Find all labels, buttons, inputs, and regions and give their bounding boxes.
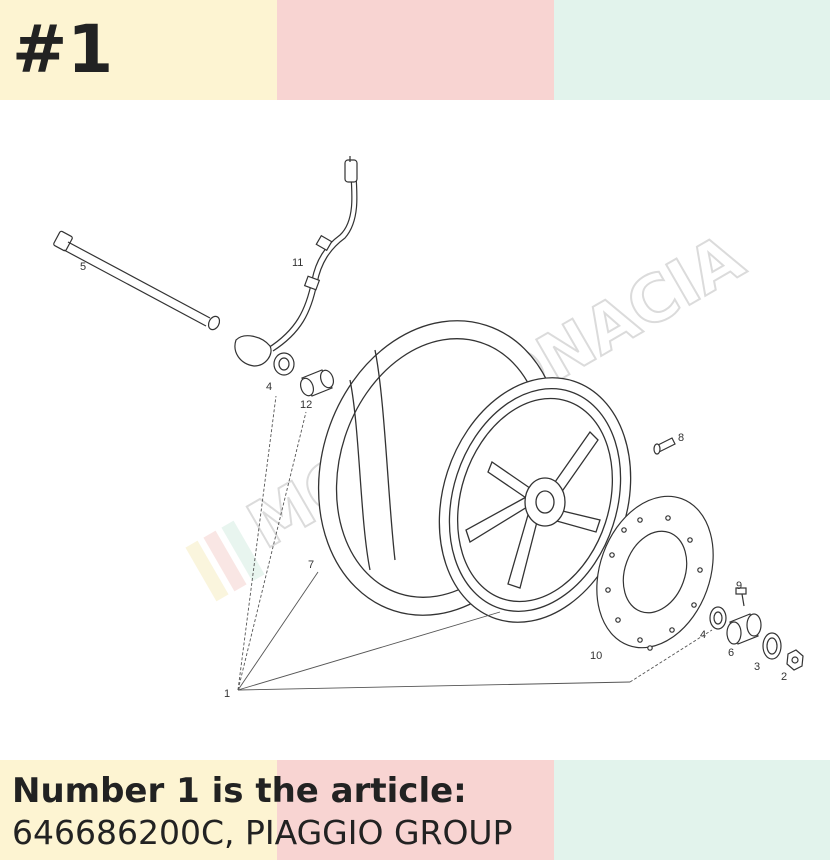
callout-bushing: 6: [728, 647, 734, 659]
callout-disc: 10: [590, 650, 602, 662]
bearing-left-part: [273, 352, 295, 376]
callout-speedo-cable: 11: [292, 257, 303, 269]
assembly-leader-lines: [237, 395, 713, 691]
caption-band-pink: [277, 760, 554, 860]
exploded-parts-diagram: MOTOMONACIA 5 11 4 12: [53, 156, 804, 700]
header-band-yellow: [0, 0, 277, 100]
callout-nut: 2: [781, 671, 787, 683]
callout-seal: 3: [754, 661, 760, 673]
callout-screw: 8: [678, 432, 684, 444]
caption-article-code: 646686200C, PIAGGIO GROUP: [12, 813, 513, 852]
callout-valve: 9: [736, 580, 742, 592]
callout-spacer: 12: [300, 399, 312, 411]
caption-band: [0, 760, 830, 860]
bearing-right-part: [709, 606, 727, 630]
header-band-pink: [277, 0, 554, 100]
nut-part: [786, 649, 804, 671]
header-band: [0, 0, 830, 100]
seal-part: [762, 632, 782, 660]
wheel-tyre-part: [317, 320, 632, 623]
callout-tyre: 7: [308, 559, 314, 571]
spacer-part: [299, 369, 335, 397]
caption-band-yellow: [0, 760, 277, 860]
caption-heading: Number 1 is the article:: [12, 771, 467, 811]
screw-part: [653, 437, 676, 455]
brake-disc-part: [596, 495, 714, 651]
axle-part: [53, 230, 221, 331]
valve-part: [735, 587, 747, 607]
caption-band-mint: [554, 760, 830, 860]
callout-wheel-assembly: 1: [224, 688, 230, 700]
callout-bearing-left: 4: [266, 381, 272, 393]
speedometer-cable-part: [234, 156, 358, 367]
callout-axle: 5: [80, 261, 86, 273]
item-number-title: #1: [12, 11, 114, 88]
callout-bearing-right: 4: [700, 629, 706, 641]
article-caption: Number 1 is the article: 646686200C, PIA…: [12, 770, 512, 854]
header-band-mint: [554, 0, 830, 100]
bushing-part: [726, 613, 762, 645]
